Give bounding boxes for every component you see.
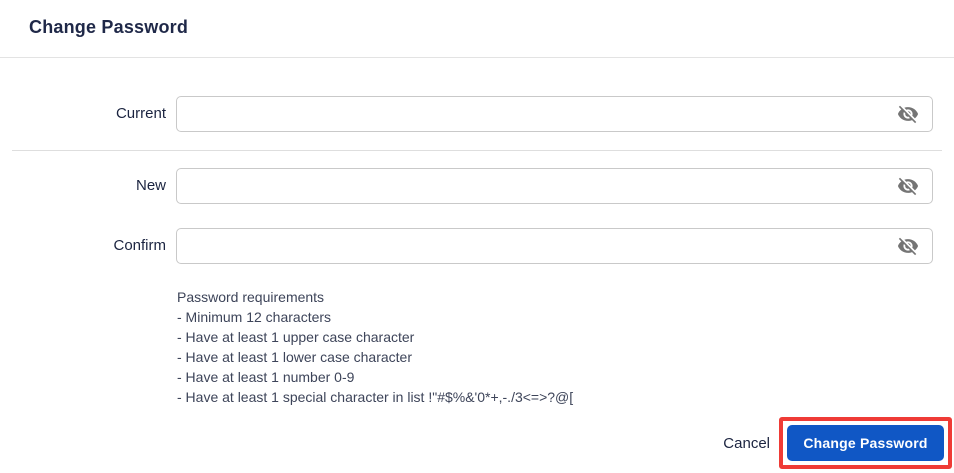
- requirement-item: - Have at least 1 upper case character: [177, 329, 415, 345]
- confirm-password-field: [176, 228, 933, 264]
- current-password-label: Current: [115, 105, 166, 122]
- current-password-field: [176, 96, 933, 132]
- new-password-row: New: [0, 168, 954, 204]
- current-visibility-toggle-button[interactable]: [893, 99, 923, 129]
- visibility-off-icon: [897, 105, 919, 124]
- header-divider: [0, 57, 954, 58]
- change-password-button[interactable]: Change Password: [787, 425, 944, 461]
- new-password-field: [176, 168, 933, 204]
- requirement-item: - Have at least 1 lower case character: [177, 349, 412, 365]
- visibility-off-icon: [897, 177, 919, 196]
- requirement-item: - Have at least 1 special character in l…: [177, 389, 574, 405]
- annotation-highlight-box: Change Password: [779, 417, 952, 469]
- new-visibility-toggle-button[interactable]: [893, 171, 923, 201]
- current-password-input[interactable]: [177, 97, 932, 131]
- confirm-password-input[interactable]: [177, 229, 932, 263]
- confirm-password-row: Confirm: [0, 228, 954, 264]
- requirement-item: - Have at least 1 number 0-9: [177, 369, 355, 385]
- section-divider: [12, 150, 942, 151]
- password-requirements: Password requirements - Minimum 12 chara…: [177, 287, 573, 407]
- requirements-heading: Password requirements: [177, 289, 325, 305]
- page-title: Change Password: [29, 17, 189, 37]
- visibility-off-icon: [897, 237, 919, 256]
- form-actions: Cancel Change Password: [0, 417, 954, 469]
- new-password-label: New: [135, 177, 166, 194]
- cancel-button[interactable]: Cancel: [723, 417, 770, 469]
- current-password-row: Current: [0, 96, 954, 132]
- confirm-password-label: Confirm: [113, 237, 166, 254]
- new-password-input[interactable]: [177, 169, 932, 203]
- requirement-item: - Minimum 12 characters: [177, 309, 332, 325]
- confirm-visibility-toggle-button[interactable]: [893, 231, 923, 261]
